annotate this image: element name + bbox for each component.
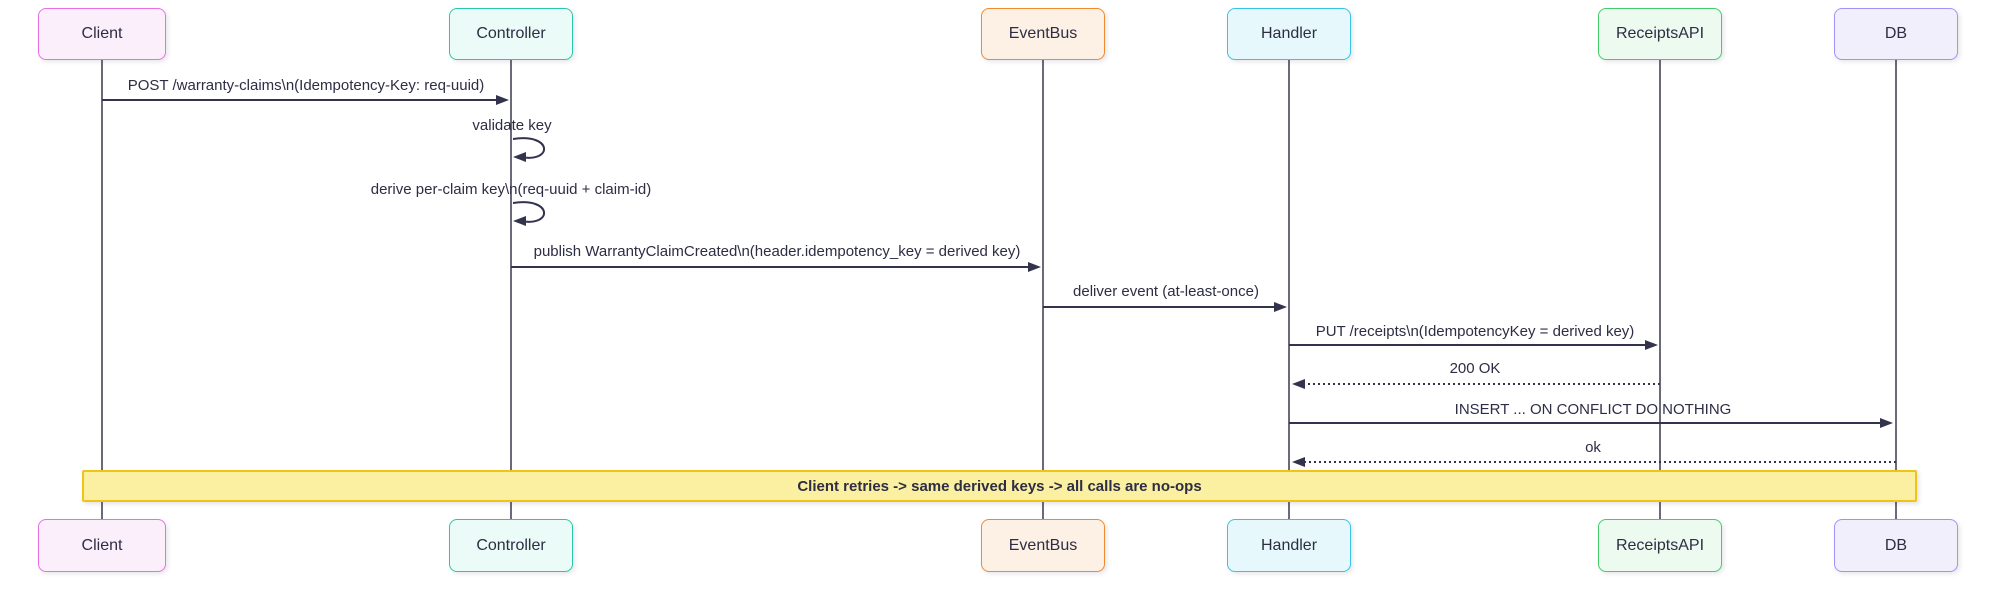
participant-label: Controller bbox=[476, 536, 546, 554]
note-text: Client retries -> same derived keys -> a… bbox=[797, 477, 1202, 495]
participant-label: Client bbox=[81, 25, 123, 42]
participant-label: EventBus bbox=[1008, 536, 1078, 554]
message-label-derive: derive per-claim key\n(req-uuid + claim-… bbox=[370, 181, 652, 198]
participant-top-controller: Controller bbox=[449, 8, 573, 60]
participant-label: Handler bbox=[1260, 25, 1318, 42]
message-label-ok: ok bbox=[1585, 439, 1601, 456]
arrowhead-derive-key bbox=[513, 216, 526, 226]
arrowhead-post bbox=[496, 95, 509, 105]
message-label-post: POST /warranty-claims\n(Idempotency-Key:… bbox=[127, 77, 485, 94]
participant-bottom-eventbus: EventBus bbox=[981, 519, 1105, 572]
selfloop-validate-key bbox=[512, 137, 546, 159]
arrowhead-insert bbox=[1880, 418, 1893, 428]
participant-label: DB bbox=[1884, 25, 1908, 42]
participant-top-handler: Handler bbox=[1227, 8, 1351, 60]
message-label-validate: validate key bbox=[472, 117, 552, 134]
message-label-deliver: deliver event (at-least-once) bbox=[1073, 283, 1259, 300]
arrowhead-validate-key bbox=[513, 152, 526, 162]
message-label-insert: INSERT ... ON CONFLICT DO NOTHING bbox=[1454, 401, 1732, 418]
message-label-200-ok: 200 OK bbox=[1449, 360, 1501, 377]
participant-top-client: Client bbox=[38, 8, 166, 60]
participant-label: DB bbox=[1884, 536, 1908, 554]
arrowhead-ok bbox=[1292, 457, 1305, 467]
participant-label: Controller bbox=[476, 25, 546, 42]
participant-bottom-controller: Controller bbox=[449, 519, 573, 572]
message-label-put: PUT /receipts\n(IdempotencyKey = derived… bbox=[1315, 323, 1635, 340]
participant-label: Handler bbox=[1260, 536, 1318, 554]
participant-top-db: DB bbox=[1834, 8, 1958, 60]
participant-label: ReceiptsAPI bbox=[1615, 25, 1705, 42]
participant-label: ReceiptsAPI bbox=[1615, 536, 1705, 554]
participant-bottom-client: Client bbox=[38, 519, 166, 572]
participant-label: Client bbox=[81, 536, 123, 554]
arrowhead-put bbox=[1645, 340, 1658, 350]
participant-bottom-receiptsapi: ReceiptsAPI bbox=[1598, 519, 1722, 572]
participant-bottom-db: DB bbox=[1834, 519, 1958, 572]
arrowhead-deliver bbox=[1274, 302, 1287, 312]
note-client-retries: Client retries -> same derived keys -> a… bbox=[82, 470, 1917, 502]
participant-top-eventbus: EventBus bbox=[981, 8, 1105, 60]
participant-bottom-handler: Handler bbox=[1227, 519, 1351, 572]
message-label-publish: publish WarrantyClaimCreated\n(header.id… bbox=[533, 243, 1021, 260]
participant-top-receiptsapi: ReceiptsAPI bbox=[1598, 8, 1722, 60]
arrowhead-200-ok bbox=[1292, 379, 1305, 389]
participant-label: EventBus bbox=[1008, 25, 1078, 42]
selfloop-derive-key bbox=[512, 201, 546, 223]
arrowhead-publish bbox=[1028, 262, 1041, 272]
